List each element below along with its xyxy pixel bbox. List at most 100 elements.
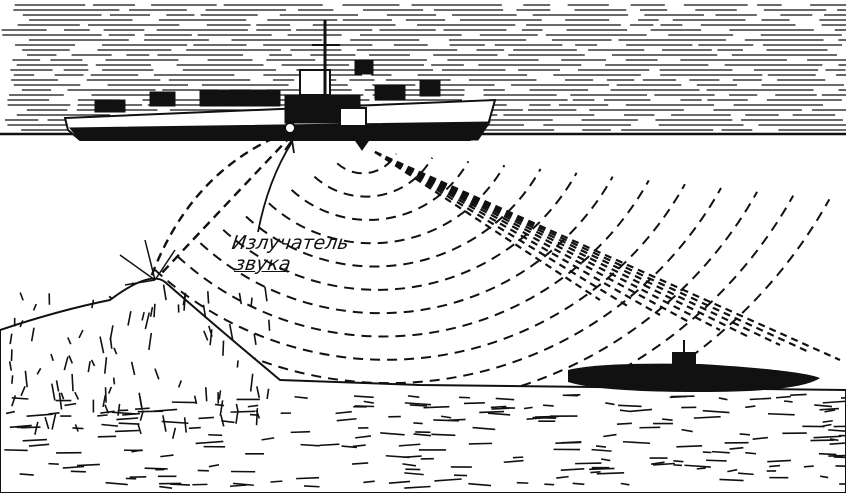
seabed-hatch: [413, 433, 431, 437]
seabed-hatch: [363, 400, 374, 404]
seabed-hatch: [752, 436, 768, 440]
seabed-hatch: [495, 397, 515, 401]
grass-stroke: [193, 395, 198, 405]
seabed-hatch: [76, 463, 100, 467]
seabed-hatch: [319, 443, 340, 447]
seabed-hatch: [767, 412, 795, 416]
grass-stroke: [34, 421, 39, 435]
seabed-hatch: [738, 472, 754, 476]
grass-stroke: [220, 414, 225, 427]
grass-stroke: [87, 361, 91, 373]
seabed-hatch: [230, 410, 256, 413]
seabed-hatch: [479, 410, 505, 414]
grass-stroke: [130, 361, 136, 376]
seabed-hatch: [97, 435, 117, 438]
seabed-hatch: [745, 405, 756, 409]
wave-arc: [176, 179, 650, 338]
seabed-hatch: [828, 454, 846, 457]
seabed-hatch: [673, 459, 684, 463]
grass-stroke: [204, 387, 208, 402]
seabed-hatch: [702, 409, 730, 414]
seabed-hatch: [575, 462, 602, 465]
beam-ray: [374, 151, 631, 309]
grass-stroke: [50, 353, 54, 362]
grass-stroke: [36, 367, 42, 375]
seabed-hatch: [591, 448, 612, 452]
seabed-hatch: [472, 426, 496, 431]
reflection-burst: [119, 239, 176, 286]
grass-stroke: [102, 394, 107, 408]
grass-stroke: [44, 416, 50, 430]
seabed-hatch: [803, 465, 814, 468]
seabed-hatch: [290, 430, 311, 434]
seabed-hatch: [131, 449, 142, 453]
seabed-hatch: [589, 467, 615, 471]
grass-stroke: [67, 337, 72, 345]
seabed-hatch: [696, 467, 706, 470]
seabed-hatch: [188, 426, 201, 430]
seabed-hatch: [490, 405, 507, 409]
grass-stroke: [219, 400, 224, 416]
seabed-hatch: [407, 395, 420, 398]
grass-stroke: [127, 311, 132, 326]
grass-stroke: [71, 373, 74, 392]
seabed-hatch: [534, 415, 559, 418]
seabed-hatch: [572, 482, 585, 486]
grass-stroke: [268, 319, 271, 331]
grass-stroke: [74, 424, 79, 432]
seabed-hatch: [72, 427, 84, 430]
seabed-hatch: [600, 458, 611, 462]
wave-arc: [268, 164, 506, 245]
seabed-hatch: [335, 410, 352, 415]
grass-stroke: [99, 336, 105, 354]
grass-stroke: [235, 403, 239, 412]
seabed-hatch: [116, 417, 139, 421]
grass-stroke: [162, 415, 167, 432]
grass-stroke: [24, 370, 28, 388]
seabed-hatch: [719, 478, 744, 482]
seabed-hatch: [341, 445, 357, 449]
grass-stroke: [236, 360, 239, 368]
seabed-hatch: [828, 429, 846, 432]
grass-stroke: [148, 332, 153, 351]
grass-stroke: [91, 299, 95, 309]
seabed-hatch: [404, 402, 432, 406]
sonar-beam: [374, 150, 841, 362]
grass-stroke: [256, 386, 261, 399]
seabed-hatch: [351, 462, 369, 465]
grass-stroke: [203, 330, 209, 341]
grass-stroke: [19, 292, 24, 301]
seabed-hatch: [727, 468, 738, 473]
seabed-hatch: [22, 438, 48, 442]
grass-stroke: [153, 303, 156, 318]
seabed-hatch: [380, 432, 405, 436]
seabed-hatch: [355, 435, 372, 439]
seabed-hatch: [5, 410, 16, 415]
seabed-hatch: [463, 402, 485, 405]
seabed-hatch: [822, 419, 833, 423]
seabed-hatch: [468, 482, 492, 487]
beam-ray: [374, 151, 721, 331]
sound-emitter-label-line1: Излучатель: [230, 232, 351, 254]
seabed-hatch: [822, 400, 846, 404]
seabed-hatch: [822, 423, 832, 428]
seabed-hatch: [70, 470, 86, 473]
seabed-hatch: [556, 475, 569, 479]
seabed-hatch: [491, 407, 510, 410]
seabed-hatch: [247, 404, 259, 408]
seabed-hatch: [19, 473, 34, 476]
seabed-hatch: [824, 409, 836, 413]
grass-stroke: [235, 412, 239, 424]
seabed-hatch: [388, 480, 411, 484]
seabed-hatch: [208, 433, 223, 437]
seabed-hatch: [385, 454, 410, 459]
seabed-hatch: [97, 414, 108, 417]
seabed-hatch: [523, 406, 533, 410]
seabed-hatch: [434, 478, 462, 482]
seabed-hatch: [560, 468, 585, 472]
beam-ray: [374, 151, 811, 354]
wave-arc: [199, 176, 614, 315]
seabed-hatch: [261, 437, 275, 441]
seabed-hatch: [198, 416, 214, 420]
